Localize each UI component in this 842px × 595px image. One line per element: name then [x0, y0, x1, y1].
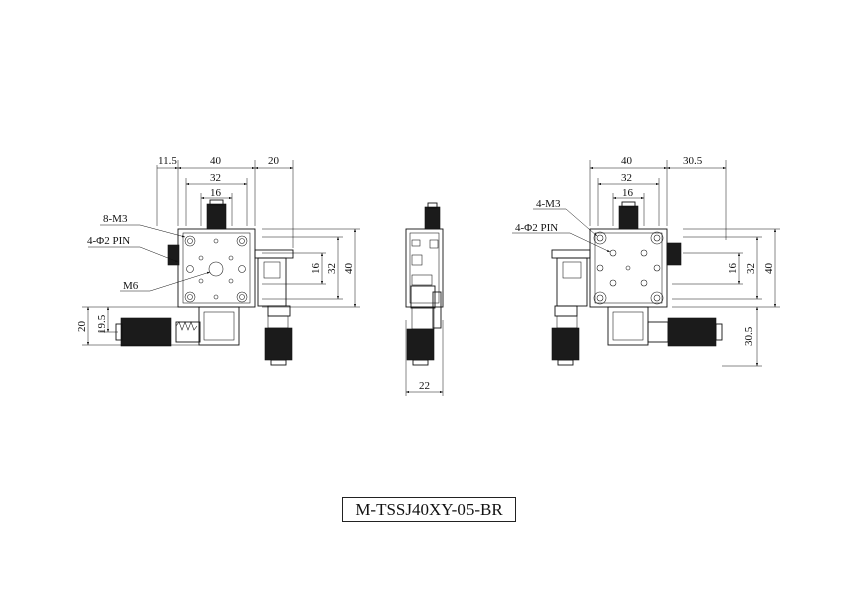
mid-dim-22: 22 — [419, 380, 430, 392]
left-dim-11-5: 11.5 — [158, 155, 177, 167]
left-dim-right-16: 16 — [310, 263, 322, 275]
callout-4-pin-left: 4-Φ2 PIN — [87, 235, 130, 247]
callout-8-m3: 8-M3 — [103, 213, 128, 225]
right-dim-16: 16 — [622, 187, 634, 199]
left-view: 11.5 40 20 32 16 16 32 40 20 19.5 — [76, 155, 360, 366]
right-dim-right-16: 16 — [727, 263, 739, 275]
right-dim-right-32: 32 — [745, 263, 757, 274]
callout-4-m3: 4-M3 — [536, 198, 561, 210]
left-dim-32: 32 — [210, 172, 221, 184]
left-dim-right-40: 40 — [343, 263, 355, 275]
right-dim-right-30-5: 30.5 — [743, 326, 755, 346]
right-dim-30-5-top: 30.5 — [683, 155, 703, 167]
left-dim-left-20: 20 — [76, 321, 88, 333]
right-dim-right-40: 40 — [763, 263, 775, 275]
left-dim-40: 40 — [210, 155, 222, 167]
left-dim-right-32: 32 — [326, 263, 338, 274]
left-dim-left-19-5: 19.5 — [96, 314, 108, 334]
left-dim-20: 20 — [268, 155, 280, 167]
right-dim-40: 40 — [621, 155, 633, 167]
callout-m6: M6 — [123, 280, 139, 292]
left-dim-16: 16 — [210, 187, 222, 199]
right-view: 40 30.5 32 16 16 32 40 30.5 4-M3 4-Φ2 PI… — [512, 155, 780, 367]
middle-view: 22 — [405, 202, 444, 396]
model-number-box: M-TSSJ40XY-05-BR — [342, 497, 516, 522]
callout-4-pin-right: 4-Φ2 PIN — [515, 222, 558, 234]
right-dim-32: 32 — [621, 172, 632, 184]
